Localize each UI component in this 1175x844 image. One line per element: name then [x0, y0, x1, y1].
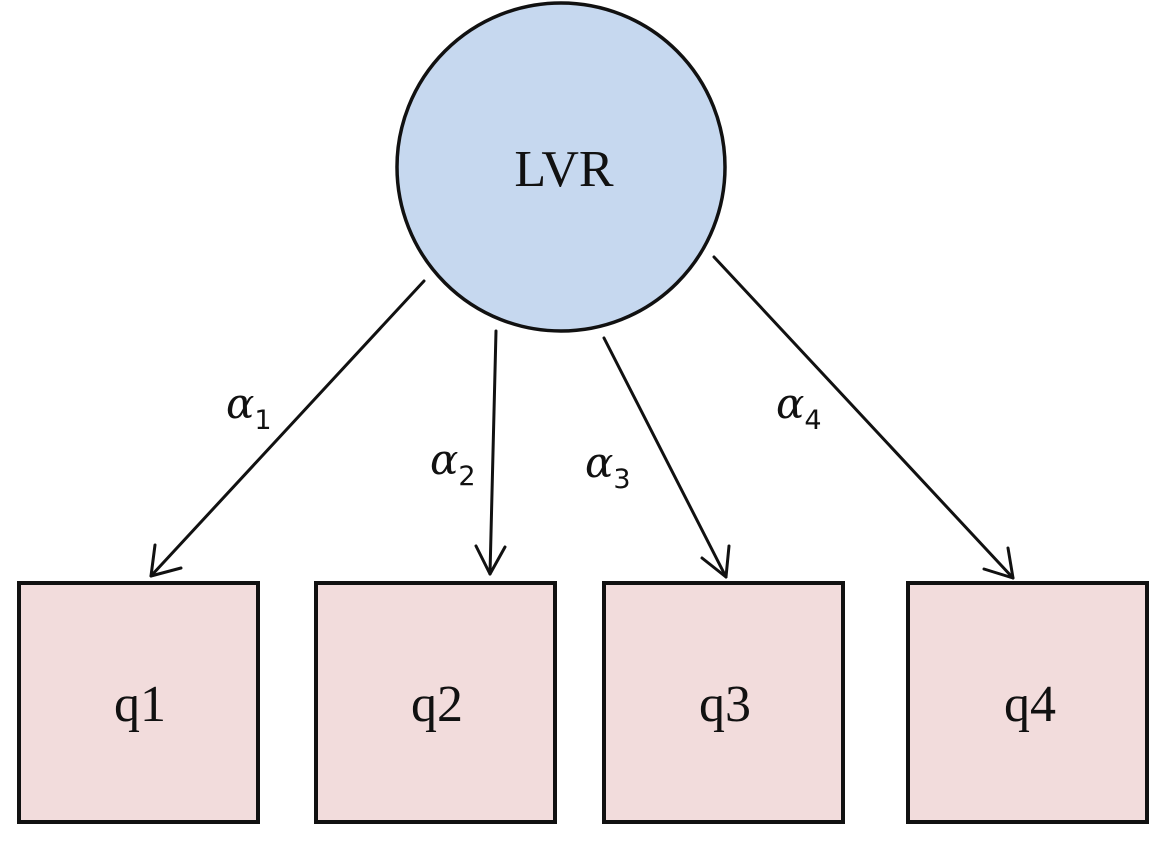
indicator-node-q3: q3	[602, 581, 845, 824]
latent-label: LVR	[514, 141, 614, 198]
loading-label-4: α4	[776, 379, 822, 436]
latent-circle	[395, 1, 727, 333]
arrow-lvr-q4	[712, 255, 1015, 580]
latent-node-lvr: LVR	[395, 1, 727, 333]
arrow-lvr-q2	[474, 329, 507, 576]
loading-subscript: 2	[458, 461, 475, 492]
indicator-label: q4	[1004, 676, 1056, 733]
indicator-node-q2: q2	[314, 581, 557, 824]
loading-label-2: α2	[430, 435, 476, 492]
arrow-lvr-q1	[149, 279, 426, 578]
loading-arrows	[149, 255, 1015, 580]
loading-symbol: α	[585, 438, 613, 487]
loading-subscript: 4	[804, 405, 821, 436]
loading-symbol: α	[226, 379, 254, 428]
loading-label-1: α1	[226, 379, 272, 436]
indicator-box	[17, 581, 260, 824]
indicator-label: q2	[411, 676, 463, 733]
indicator-node-q1: q1	[17, 581, 260, 824]
indicator-label: q1	[114, 676, 166, 733]
indicator-box	[602, 581, 845, 824]
loading-symbol: α	[776, 379, 804, 428]
indicator-box	[906, 581, 1149, 824]
loading-symbol: α	[430, 435, 458, 484]
loading-subscript: 3	[613, 464, 630, 495]
loading-subscript: 1	[254, 405, 271, 436]
indicator-label: q3	[699, 676, 751, 733]
indicator-node-q4: q4	[906, 581, 1149, 824]
indicator-box	[314, 581, 557, 824]
arrow-lvr-q3	[602, 336, 731, 579]
loading-label-3: α3	[585, 438, 631, 495]
